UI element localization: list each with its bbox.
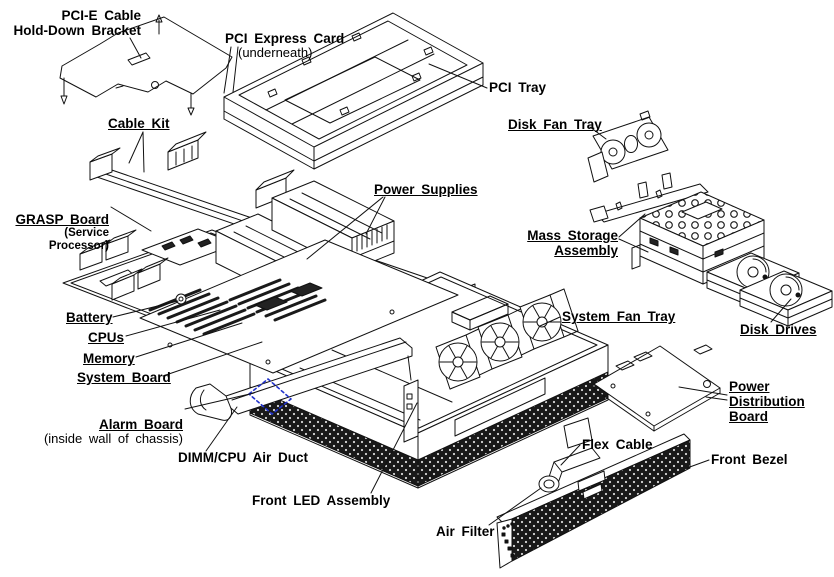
label-memory[interactable]: Memory: [83, 351, 135, 366]
air-duct-drawing: [189, 337, 413, 421]
label-disk-drives[interactable]: Disk Drives: [740, 322, 817, 337]
leader-lines: [110, 37, 792, 526]
label-front-bezel: Front Bezel: [711, 452, 788, 467]
label-power-distribution-board[interactable]: Power Distribution Board: [729, 379, 805, 425]
disk-fan-tray-drawing: [587, 110, 669, 183]
label-pci-e-cable-hold-down-bracket: PCI-E Cable Hold-Down Bracket: [13, 8, 141, 39]
label-mass-storage-assembly[interactable]: Mass Storage Assembly: [527, 228, 618, 259]
label-system-fan-tray[interactable]: System Fan Tray: [562, 309, 676, 324]
label-front-led-assembly: Front LED Assembly: [252, 493, 391, 508]
label-disk-fan-tray[interactable]: Disk Fan Tray: [508, 117, 602, 132]
label-pci-express-card-subtext: (underneath): [238, 45, 313, 61]
label-air-filter: Air Filter: [436, 524, 495, 539]
label-pci-express-card: PCI Express Card (underneath): [225, 16, 344, 76]
system-fan-tray-drawing: [435, 288, 579, 390]
label-alarm-board-subtext: (inside wall of chassis): [43, 431, 183, 447]
label-alarm-board-text[interactable]: Alarm Board: [98, 417, 183, 433]
pcie-bracket-drawing: [59, 14, 233, 116]
label-battery[interactable]: Battery: [66, 310, 113, 325]
label-grasp-board-text[interactable]: GRASP Board: [15, 212, 109, 228]
label-grasp-board[interactable]: GRASP Board (Service Processor): [0, 197, 109, 268]
power-distribution-board-drawing: [593, 344, 721, 432]
flex-cable-drawing: [538, 417, 601, 493]
disk-drives-drawing: [706, 252, 833, 327]
label-pci-express-card-text: PCI Express Card: [225, 31, 345, 47]
alarm-board-location-highlight: [248, 378, 292, 415]
label-dimm-cpu-air-duct: DIMM/CPU Air Duct: [178, 450, 308, 465]
label-system-board[interactable]: System Board: [77, 370, 171, 385]
front-led-assembly-drawing: [403, 355, 419, 443]
label-pci-tray: PCI Tray: [489, 80, 547, 95]
label-alarm-board[interactable]: Alarm Board (inside wall of chassis): [44, 402, 183, 462]
label-power-supplies[interactable]: Power Supplies: [374, 182, 478, 197]
pci-tray-drawing: [223, 12, 484, 170]
label-grasp-board-subtext: (Service Processor): [48, 227, 109, 253]
label-cable-kit[interactable]: Cable Kit: [108, 116, 170, 131]
label-flex-cable: Flex Cable: [582, 437, 653, 452]
label-cpus[interactable]: CPUs: [88, 330, 125, 345]
front-bezel-drawing: [496, 433, 691, 569]
